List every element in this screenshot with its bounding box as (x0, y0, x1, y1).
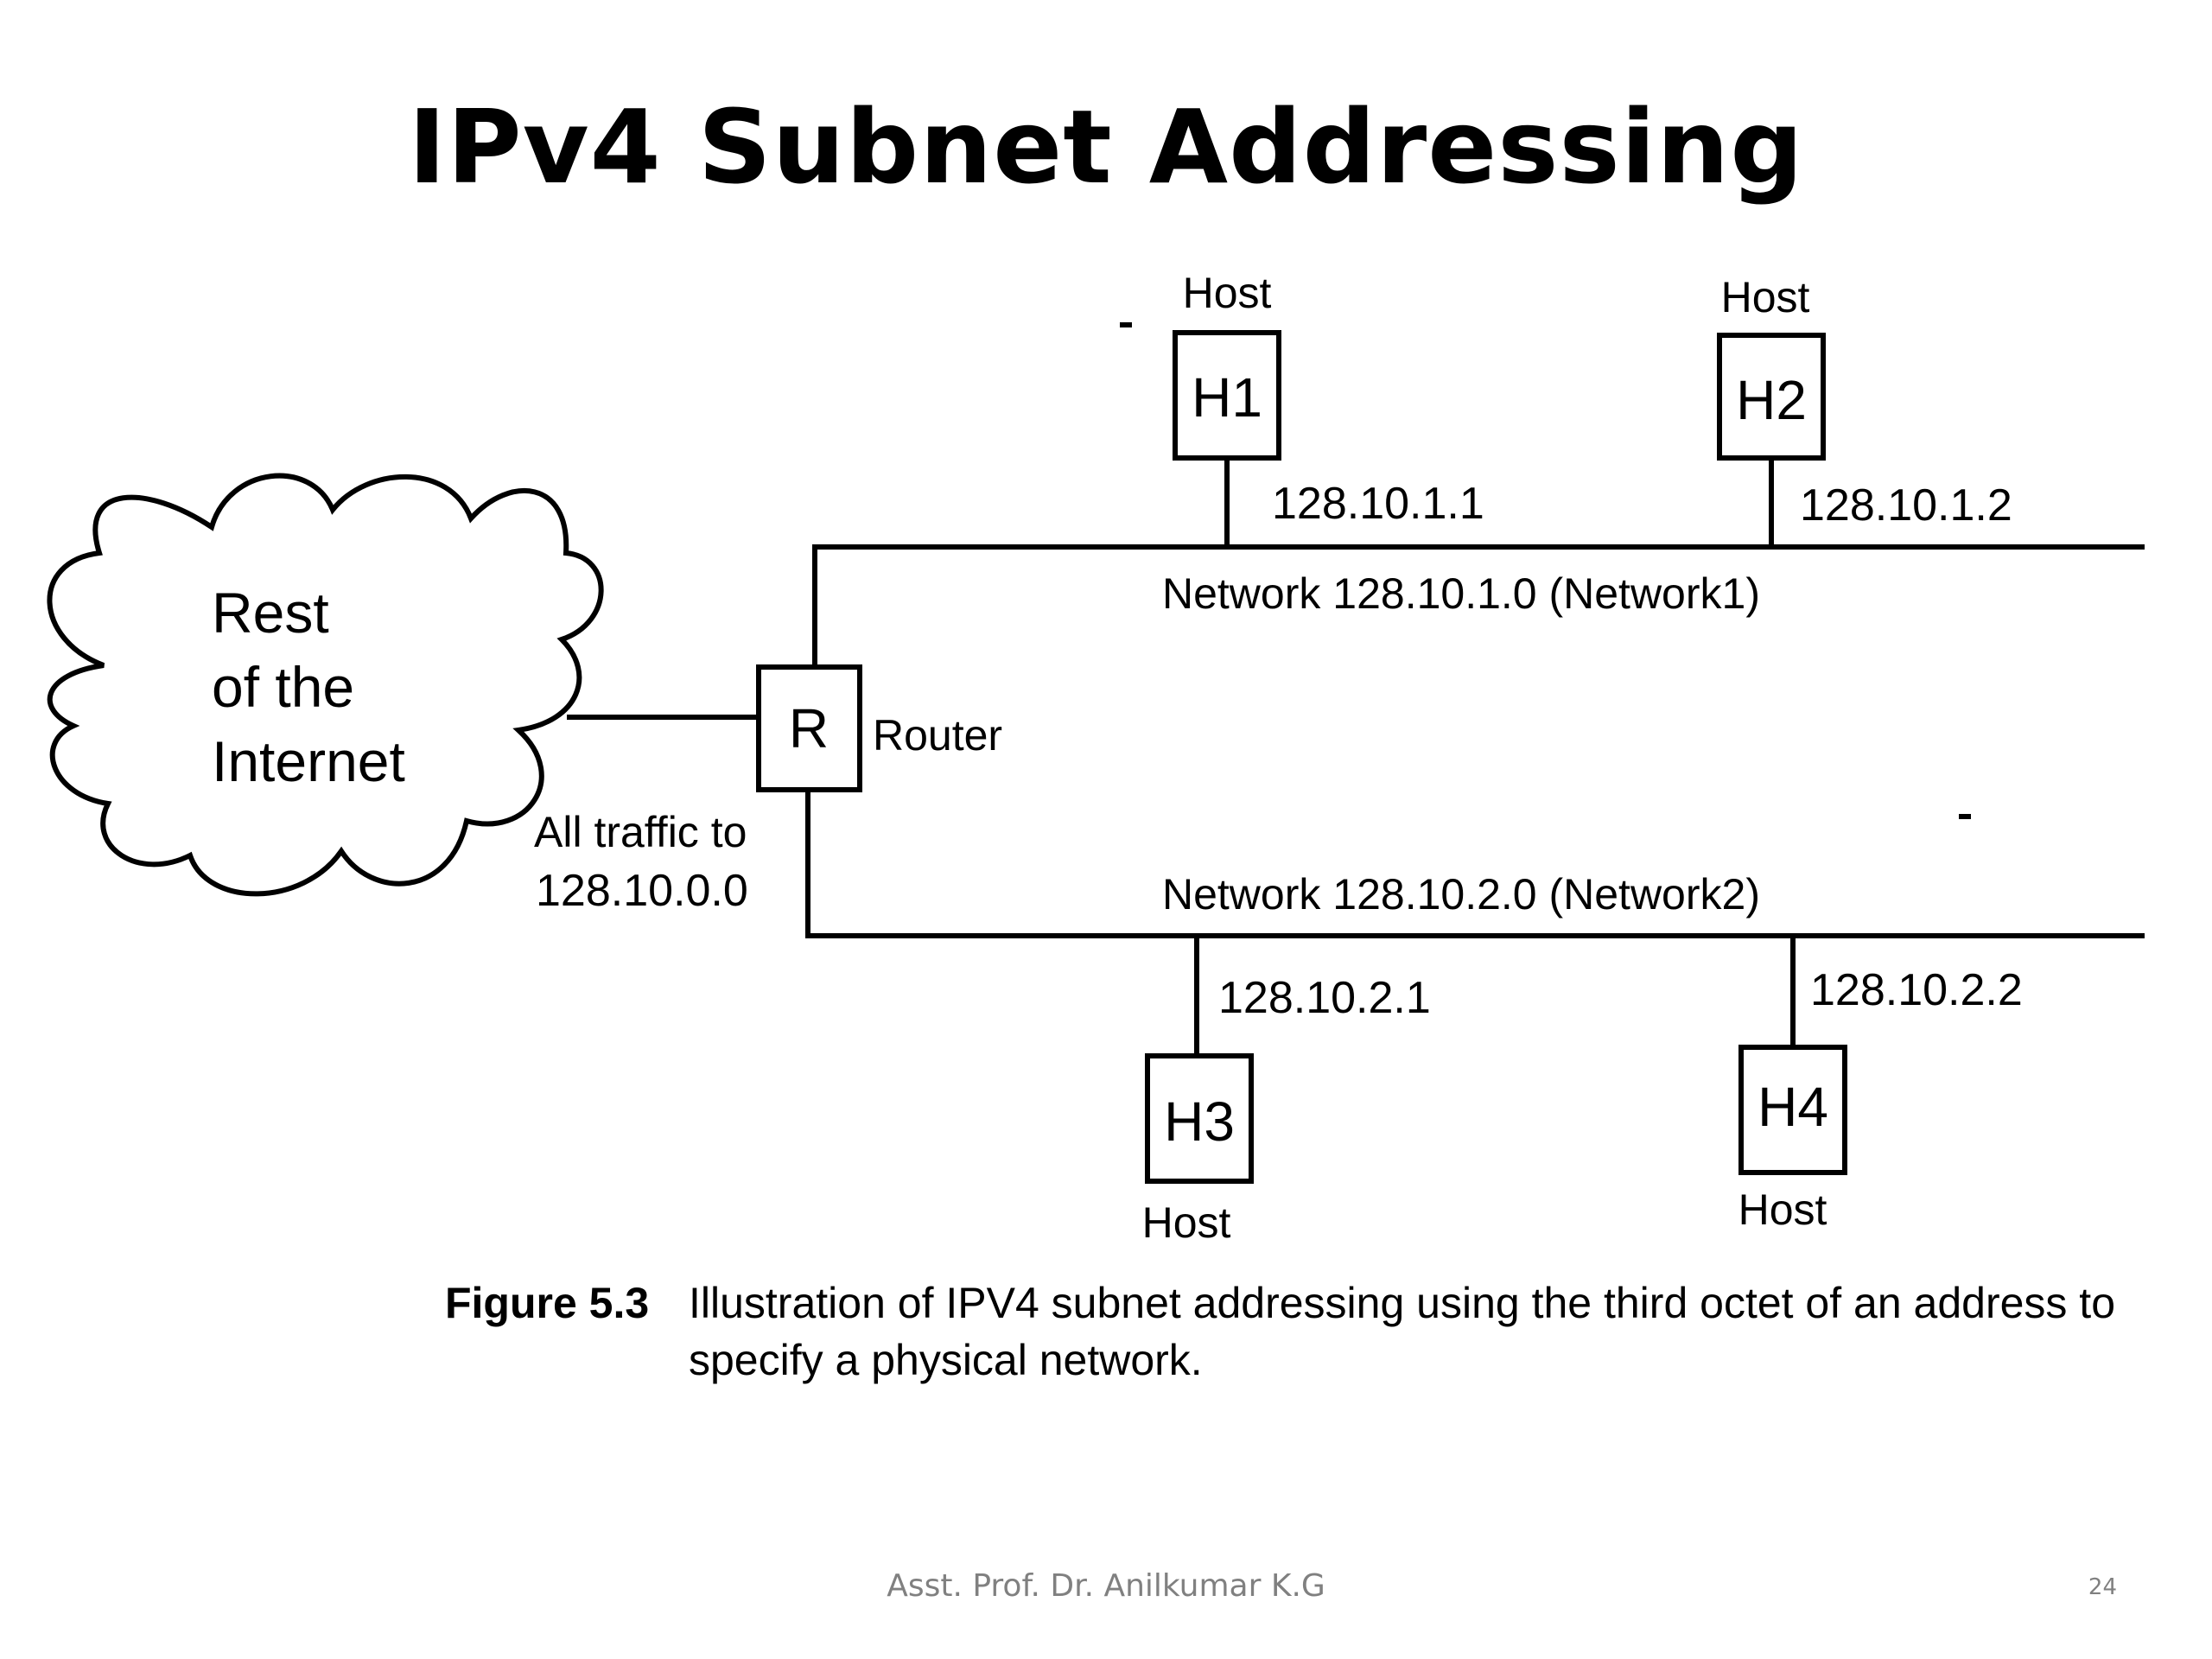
host-h2-ip: 128.10.1.2 (1800, 480, 2012, 531)
host-h1-ip: 128.10.1.1 (1272, 479, 1484, 529)
cloud-label-line1: Rest (212, 581, 329, 645)
cloud-label-line3: Internet (212, 729, 405, 793)
host-h4-box (1738, 1045, 1847, 1175)
host-h2-box-label: H2 (1736, 369, 1807, 431)
network2-label: Network 128.10.2.0 (Network2) (1162, 870, 1760, 918)
router-name: Router (873, 711, 1002, 760)
host-h4-ip: 128.10.2.2 (1810, 965, 2023, 1015)
internet-cloud (47, 473, 604, 897)
slide-footer: Asst. Prof. Dr. Anilkumar K.G (887, 1568, 1325, 1604)
router-box-label: R (789, 697, 829, 760)
slide-title: IPv4 Subnet Addressing (408, 87, 1804, 207)
stray-mark (1959, 814, 1971, 819)
stray-mark (1120, 322, 1132, 327)
router-box (756, 664, 862, 792)
cloud-link-line1: All traffic to (534, 808, 747, 856)
slide-page-number: 24 (2088, 1574, 2117, 1600)
host-h2-box (1717, 333, 1826, 461)
host-h3-box-label: H3 (1164, 1090, 1235, 1153)
figure-caption-label: Figure 5.3 (445, 1279, 650, 1327)
host-h4-role: Host (1738, 1185, 1827, 1234)
network1-label: Network 128.10.1.0 (Network1) (1162, 569, 1760, 618)
cloud-label-line2: of the (212, 655, 354, 719)
host-h4-box-label: H4 (1758, 1076, 1828, 1138)
host-h1-box-label: H1 (1192, 366, 1262, 429)
figure-caption-text: Illustration of IPV4 subnet addressing u… (689, 1279, 2116, 1384)
host-h3-role: Host (1142, 1198, 1231, 1247)
host-h1-role: Host (1183, 269, 1272, 317)
host-h2-role: Host (1721, 273, 1810, 321)
cloud-link-line2: 128.10.0.0 (536, 866, 748, 916)
host-h3-ip: 128.10.2.1 (1218, 973, 1431, 1023)
host-h1-box (1173, 330, 1281, 461)
host-h3-box (1145, 1053, 1254, 1184)
